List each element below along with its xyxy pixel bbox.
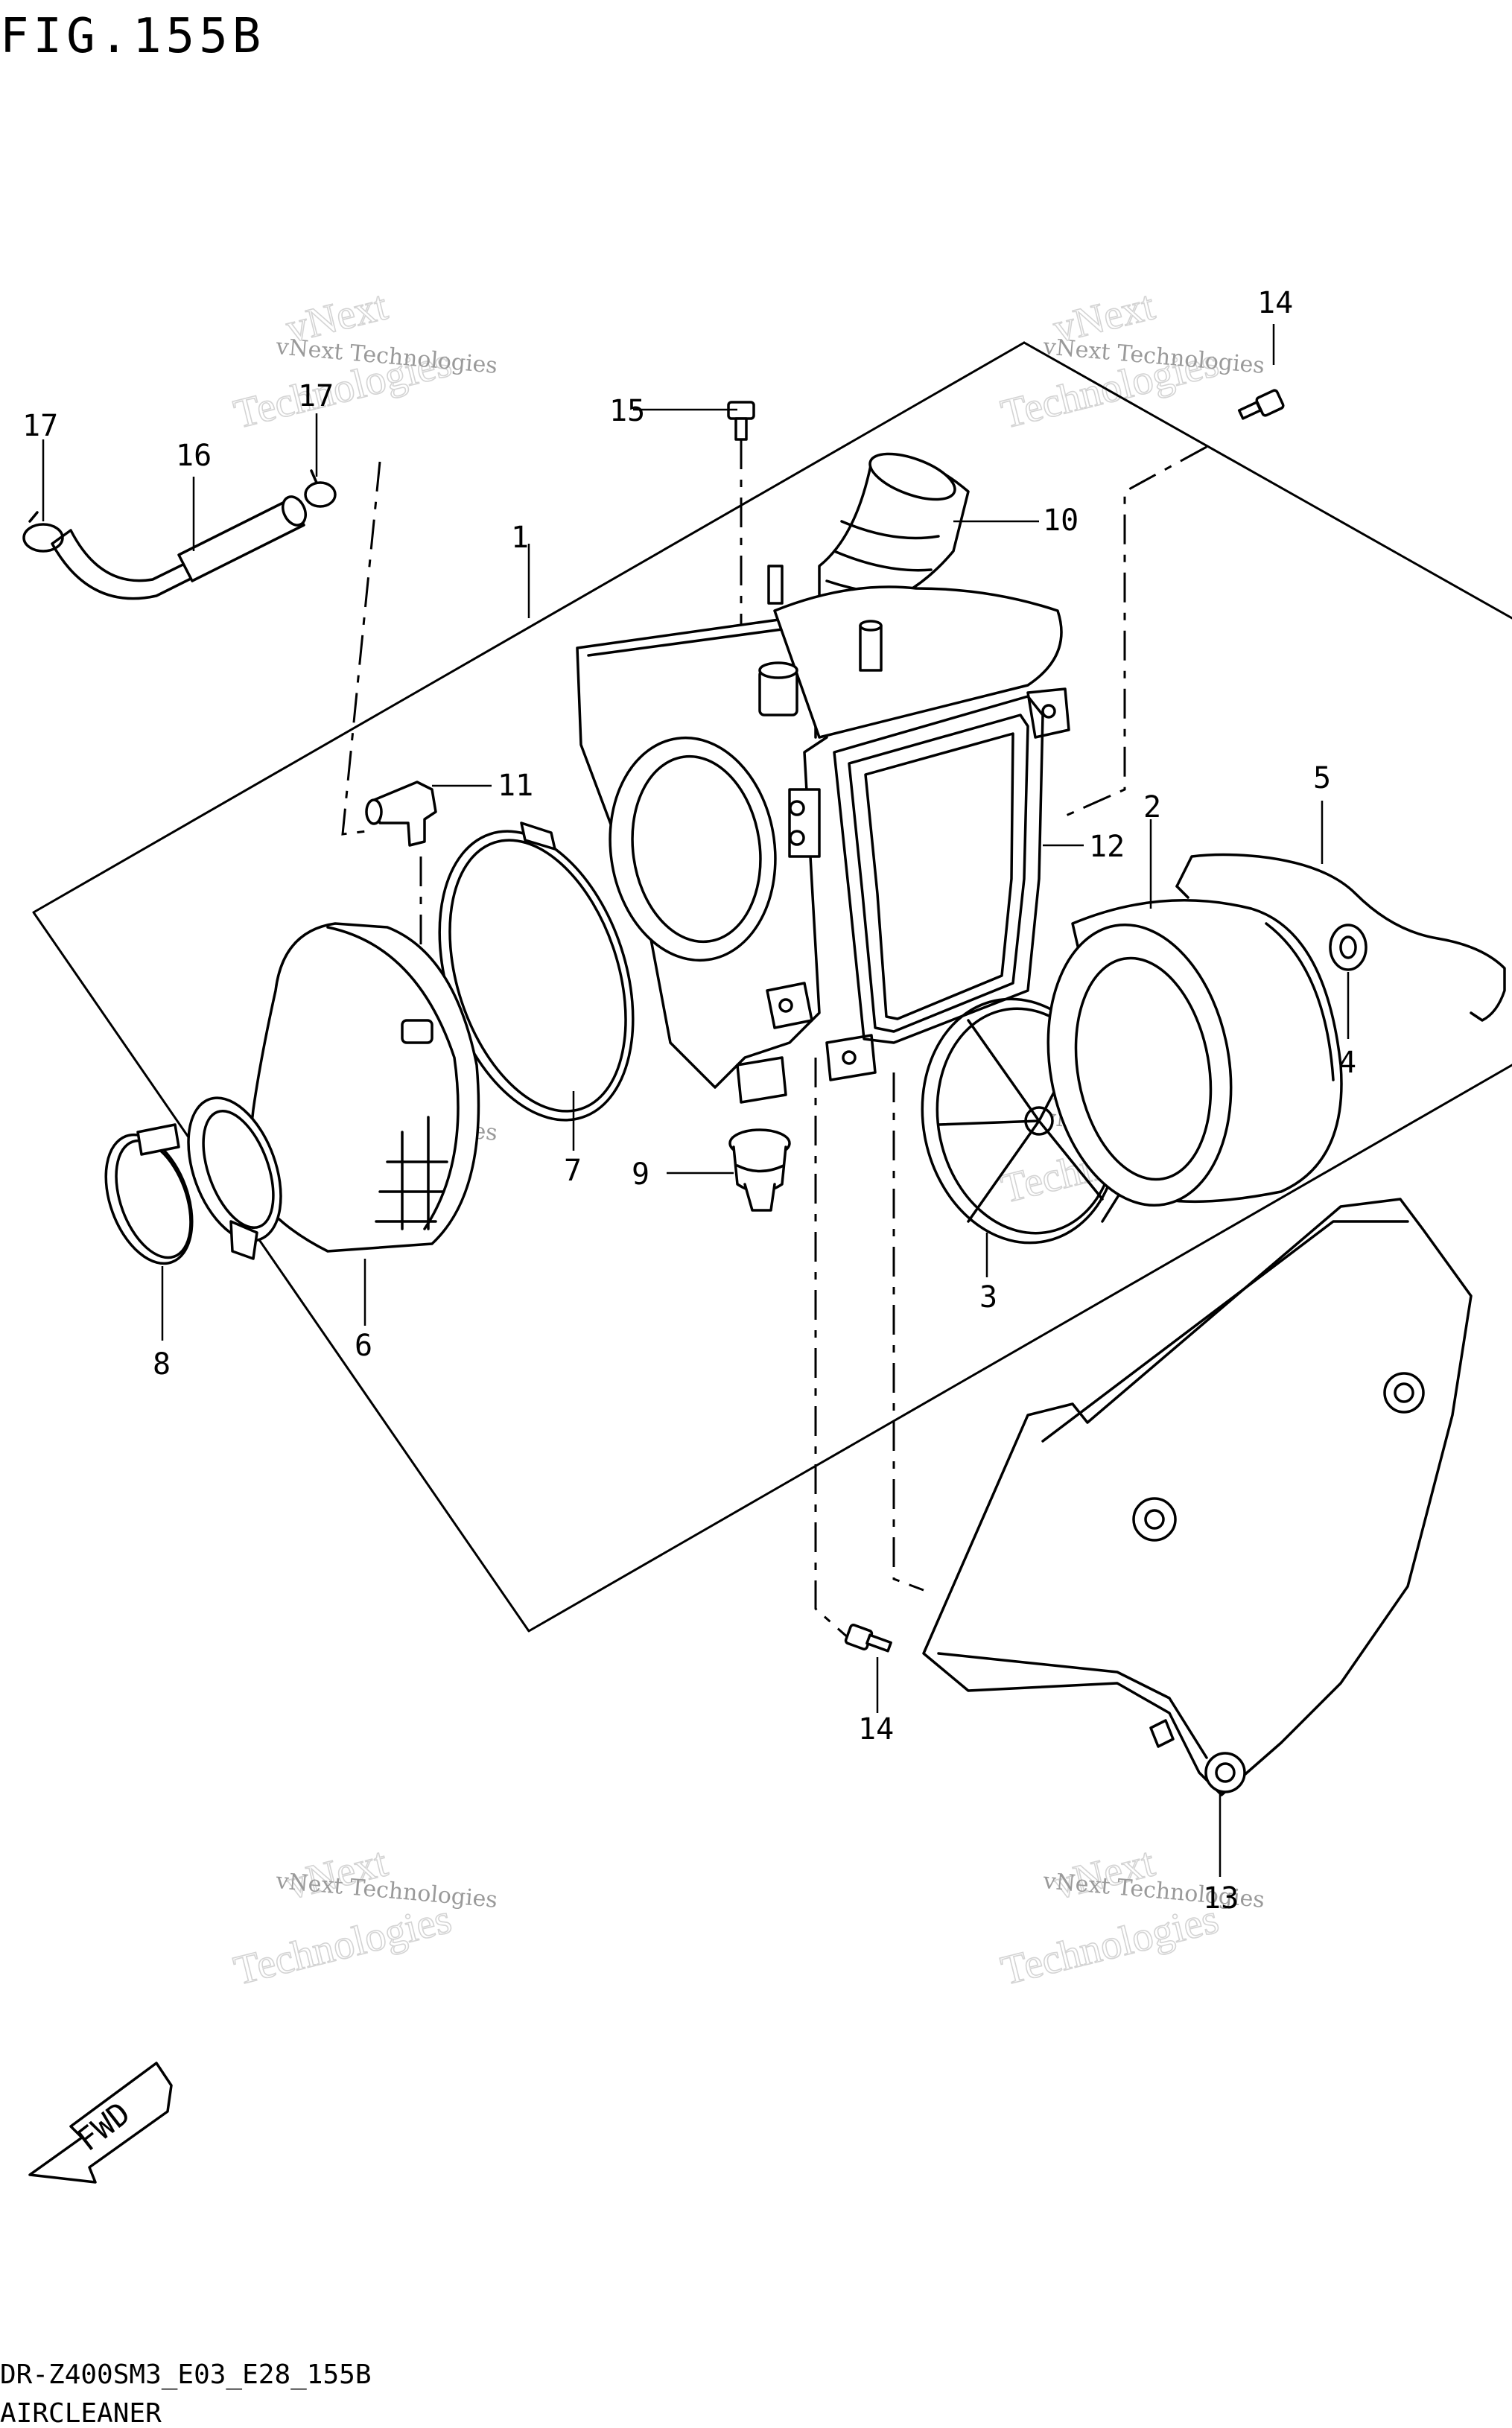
callout-11: 11 [498, 769, 533, 803]
watermark-bottom-left: vNext Technologies vNext Technologies [229, 1838, 498, 1995]
drain-plug [728, 1128, 791, 1212]
callout-2: 2 [1143, 790, 1161, 824]
callout-12: 12 [1089, 830, 1125, 864]
callout-5: 5 [1313, 761, 1331, 795]
air-cleaner-case [576, 565, 1070, 1104]
model-code: DR-Z400SM3_E03_E28_155B [0, 2359, 372, 2390]
section-name: AIRCLEANER [0, 2398, 162, 2428]
bolt-top [727, 401, 755, 441]
hose-clamp-right [304, 469, 337, 508]
callout-17-left: 17 [22, 409, 58, 443]
intake-duct [187, 922, 480, 1260]
callout-14-bottom: 14 [858, 1712, 894, 1747]
filter-element [1046, 899, 1343, 1207]
callout-7: 7 [564, 1154, 582, 1188]
callout-6: 6 [355, 1329, 372, 1363]
elbow-fitting [365, 781, 437, 847]
assembly-boundary [1023, 341, 1512, 620]
callout-10: 10 [1043, 503, 1079, 538]
hose-clamp-left [22, 511, 64, 553]
bolt-bottom [844, 1624, 892, 1653]
reference-lines [341, 439, 1207, 1640]
assembly-boundary [32, 341, 1512, 1633]
breather-hose [51, 495, 307, 600]
duct-clamp [104, 1123, 194, 1265]
watermark-big-word: Technologies [997, 1895, 1223, 1994]
watermark-top-left: vNext Technologies vNext Technologies [229, 282, 498, 438]
forward-direction-arrow: FWD [28, 2062, 173, 2184]
callout-1: 1 [511, 521, 529, 555]
side-cover [922, 1198, 1473, 1796]
callout-16: 16 [176, 439, 212, 473]
callout-4: 4 [1338, 1046, 1356, 1080]
wire-retainer [1175, 853, 1506, 1022]
reference-line [892, 1072, 924, 1592]
callout-8: 8 [153, 1347, 171, 1382]
washer [1329, 924, 1368, 971]
callout-15: 15 [609, 394, 645, 428]
callout-13: 13 [1203, 1881, 1239, 1916]
callout-17-right: 17 [298, 379, 334, 413]
callout-14-top: 14 [1257, 286, 1293, 320]
callouts: 1 2 3 4 5 6 7 8 9 10 11 12 13 14 14 15 1… [22, 286, 1356, 1916]
leader-lines [42, 324, 1350, 1877]
bolt-top-right [1237, 389, 1285, 420]
watermark-big-word: Technologies [229, 1895, 456, 1994]
reference-line [1057, 445, 1207, 821]
figure-title: FIG.155B [0, 9, 265, 64]
watermark-top-right: vNext Technologies vNext Technologies [996, 282, 1265, 438]
case-seal [833, 695, 1044, 1044]
callout-3: 3 [979, 1280, 997, 1315]
reference-line [814, 1058, 850, 1640]
callout-9: 9 [632, 1157, 649, 1192]
watermark-bottom-right: vNext Technologies vNext Technologies [996, 1838, 1265, 1995]
reference-line [341, 461, 381, 836]
intake-boot [818, 452, 970, 620]
